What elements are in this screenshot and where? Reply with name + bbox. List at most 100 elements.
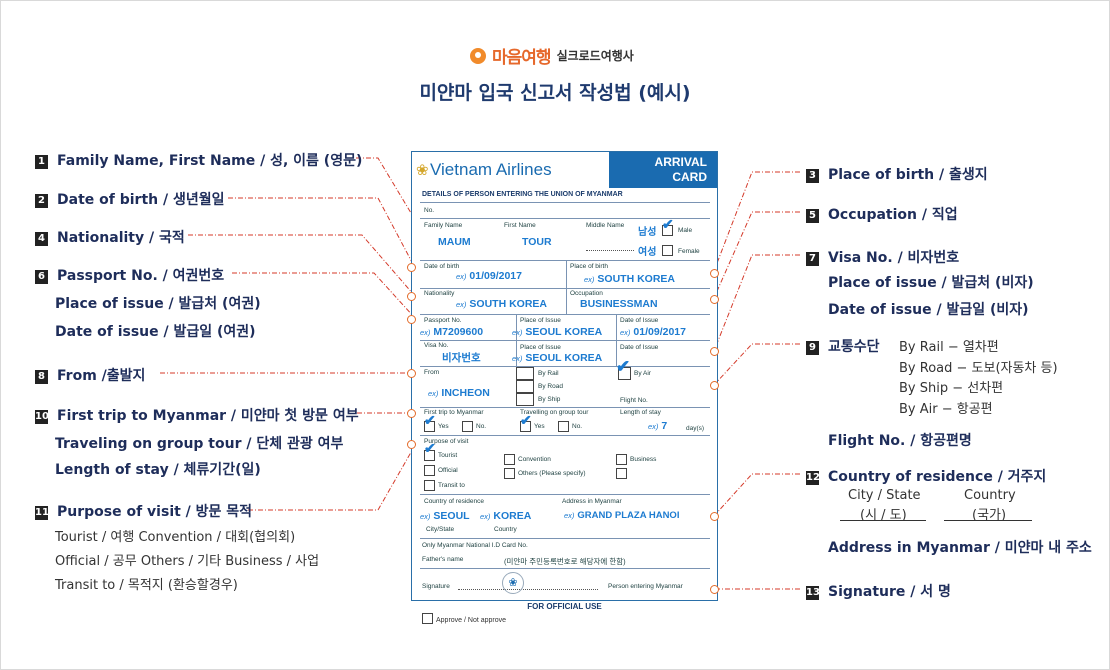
visa-value[interactable]: 비자번호 [442, 352, 481, 364]
first-trip-yes-checkbox[interactable] [424, 421, 435, 432]
purpose-note-1: Tourist / 여행 Convention / 대회(협의회) [55, 530, 296, 545]
pob-value[interactable]: ex)SOUTH KOREA [584, 273, 676, 285]
person-entering-label: Person entering Myanmar [608, 583, 683, 590]
label-length-of-stay: Length of stay / 체류기간(일) [55, 462, 261, 478]
passport-label: Passport No. [424, 317, 462, 324]
brand-logo-text: 마음여행 [492, 48, 552, 68]
approve-checkbox[interactable] [422, 613, 433, 624]
by-rail-checkbox[interactable] [516, 367, 534, 380]
marker-nationality [407, 292, 416, 301]
card-divider [420, 218, 710, 219]
convention-checkbox[interactable] [504, 454, 515, 465]
card-divider [420, 314, 710, 315]
first-trip-no-checkbox[interactable] [462, 421, 473, 432]
business-checkbox[interactable] [616, 454, 627, 465]
marker-occupation [710, 295, 719, 304]
transit-checkbox[interactable] [424, 480, 435, 491]
first-trip-label: First trip to Myanmar [424, 409, 484, 416]
by-road-checkbox[interactable] [516, 380, 534, 393]
first-name-value[interactable]: TOUR [522, 236, 552, 248]
marker-visa [710, 347, 719, 356]
visa-place-value[interactable]: ex)SEOUL KOREA [512, 352, 603, 364]
male-checkbox[interactable] [662, 225, 673, 236]
family-name-value[interactable]: MAUM [438, 236, 471, 248]
marker-place-of-birth [710, 269, 719, 278]
passport-date-value[interactable]: ex)01/09/2017 [620, 326, 686, 338]
label-address-in-myanmar: Address in Myanmar / 미얀마 내 주소 [828, 540, 1092, 556]
marker-dob [407, 263, 416, 272]
passport-value[interactable]: ex)M7209600 [420, 326, 484, 338]
purpose-extra-checkbox[interactable] [616, 468, 627, 479]
for-official-use: FOR OFFICIAL USE [527, 602, 602, 611]
marker-from [407, 369, 416, 378]
occupation-value[interactable]: BUSINESSMAN [580, 298, 658, 310]
male-label: Male [678, 227, 693, 234]
nationality-label: Nationality [424, 290, 455, 297]
female-checkbox[interactable] [662, 245, 673, 256]
marker-transport [710, 381, 719, 390]
male-kr: 남성 [638, 227, 657, 238]
residence-city-value[interactable]: ex)SEOUL [420, 510, 470, 522]
first-trip-check-icon: ✔ [424, 412, 436, 428]
from-value[interactable]: ex)INCHEON [428, 387, 490, 399]
dob-label: Date of birth [424, 263, 460, 270]
official-checkbox[interactable] [424, 465, 435, 476]
purpose-label: Purpose of visit [424, 438, 469, 445]
female-label: Female [678, 248, 700, 255]
residence-country-underline [944, 520, 1032, 521]
residence-city-label: City / State [848, 488, 921, 503]
by-air-check-icon: ✔ [616, 357, 631, 376]
group-yes-checkbox[interactable] [520, 421, 531, 432]
passport-place-value[interactable]: ex)SEOUL KOREA [512, 326, 603, 338]
group-no-checkbox[interactable] [558, 421, 569, 432]
transit-label: Transit to [438, 482, 465, 489]
residence-country-value[interactable]: ex)KOREA [480, 510, 532, 522]
label-flight-no: Flight No. / 항공편명 [828, 433, 972, 449]
purpose-note-3: Transit to / 목적지 (환승할경우) [55, 578, 238, 593]
others-checkbox[interactable] [504, 468, 515, 479]
nationality-value[interactable]: ex)SOUTH KOREA [456, 298, 548, 310]
page-title: 미얀마 입국 신고서 작성법 (예시) [419, 82, 691, 104]
tourist-check-icon: ✔ [424, 440, 436, 456]
passport-date-label: Date of Issue [620, 317, 659, 324]
national-id-label: Only Myanmar National I.D Card No. [422, 542, 528, 549]
male-check-icon: ✔ [662, 216, 674, 232]
first-trip-yes-label: Yes [438, 423, 449, 430]
by-ship-label: By Ship [538, 396, 561, 403]
group-no-label: No. [572, 423, 583, 430]
tourist-checkbox[interactable] [424, 450, 435, 461]
lotus-logo-icon: ❀ [416, 162, 429, 179]
pob-label: Place of birth [570, 263, 608, 270]
card-divider [420, 538, 710, 539]
label-passport-date-of-issue: Date of issue / 발급일 (여권) [55, 324, 256, 340]
official-seal-icon: ❀ [502, 572, 524, 594]
dob-value[interactable]: ex)01/09/2017 [456, 270, 522, 282]
middle-name-line [586, 250, 634, 251]
by-ship-checkbox[interactable] [516, 393, 534, 406]
card-divider [420, 260, 710, 261]
transport-rail: By Rail − 열차편 [899, 340, 999, 355]
purpose-note-2: Official / 공무 Others / 기타 Business / 사업 [55, 554, 320, 569]
by-air-checkbox[interactable] [618, 367, 631, 380]
from-label: From [424, 369, 440, 376]
card-no-label: No. [424, 207, 435, 214]
visa-label: Visa No. [424, 342, 449, 349]
address-value[interactable]: ex)GRAND PLAZA HANOI [564, 510, 680, 521]
brand-logo-icon [470, 47, 486, 64]
card-divider [420, 494, 710, 495]
approve-row: Approve / Not approve [422, 613, 506, 624]
stay-value[interactable]: ex)7 [648, 420, 668, 432]
others-label: Others (Please specify) [518, 470, 586, 477]
stay-label: Length of stay [620, 409, 661, 416]
card-vdivider [566, 288, 567, 314]
group-check-icon: ✔ [520, 412, 532, 428]
stay-days-label: day(s) [686, 425, 705, 432]
by-road-label: By Road [538, 383, 563, 390]
